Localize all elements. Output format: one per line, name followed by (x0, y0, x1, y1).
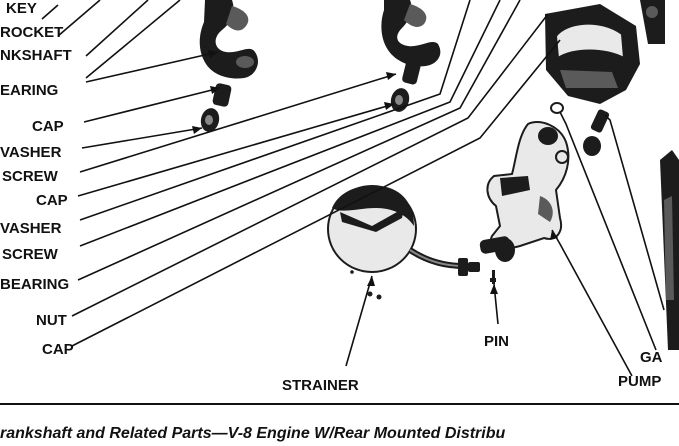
label-crankshaft: NKSHAFT (0, 47, 72, 64)
label-washer-2: VASHER (0, 220, 62, 237)
label-sprocket: ROCKET (0, 24, 63, 41)
label-bearing-1: EARING (0, 82, 58, 99)
main-bearing-cap-left (199, 0, 258, 79)
pump-shaft-edge (660, 150, 679, 350)
arrow-heads (192, 50, 558, 294)
label-screw-2: SCREW (2, 246, 59, 263)
label-bearing-2: BEARING (0, 276, 69, 293)
label-cap-2: CAP (36, 192, 68, 209)
main-bearing-cap-center (381, 0, 441, 67)
label-pump: PUMP (618, 373, 661, 390)
label-cap-3: CAP (42, 341, 74, 358)
label-cap-1: CAP (32, 118, 64, 135)
figure-caption: rankshaft and Related Parts—V-8 Engine W… (0, 425, 505, 442)
label-screw-1: SCREW (2, 168, 59, 185)
label-key: KEY (6, 0, 37, 17)
oil-strainer (327, 185, 480, 300)
leader-lines (41, 0, 665, 377)
pump-drive-pin (490, 270, 496, 284)
cap-screw-center (390, 59, 421, 112)
part-labels: KEY ROCKET NKSHAFT EARING CAP VASHER SCR… (0, 0, 663, 394)
label-gasket: GA (640, 349, 663, 366)
pump-mount-screw (583, 109, 610, 156)
pump-gasket-ring (550, 102, 564, 114)
label-strainer: STRAINER (282, 377, 359, 394)
label-pin: PIN (484, 333, 509, 350)
label-washer-1: VASHER (0, 144, 62, 161)
oil-pump (479, 121, 570, 262)
label-nut: NUT (36, 312, 67, 329)
rear-main-bearing-cap (545, 0, 665, 104)
